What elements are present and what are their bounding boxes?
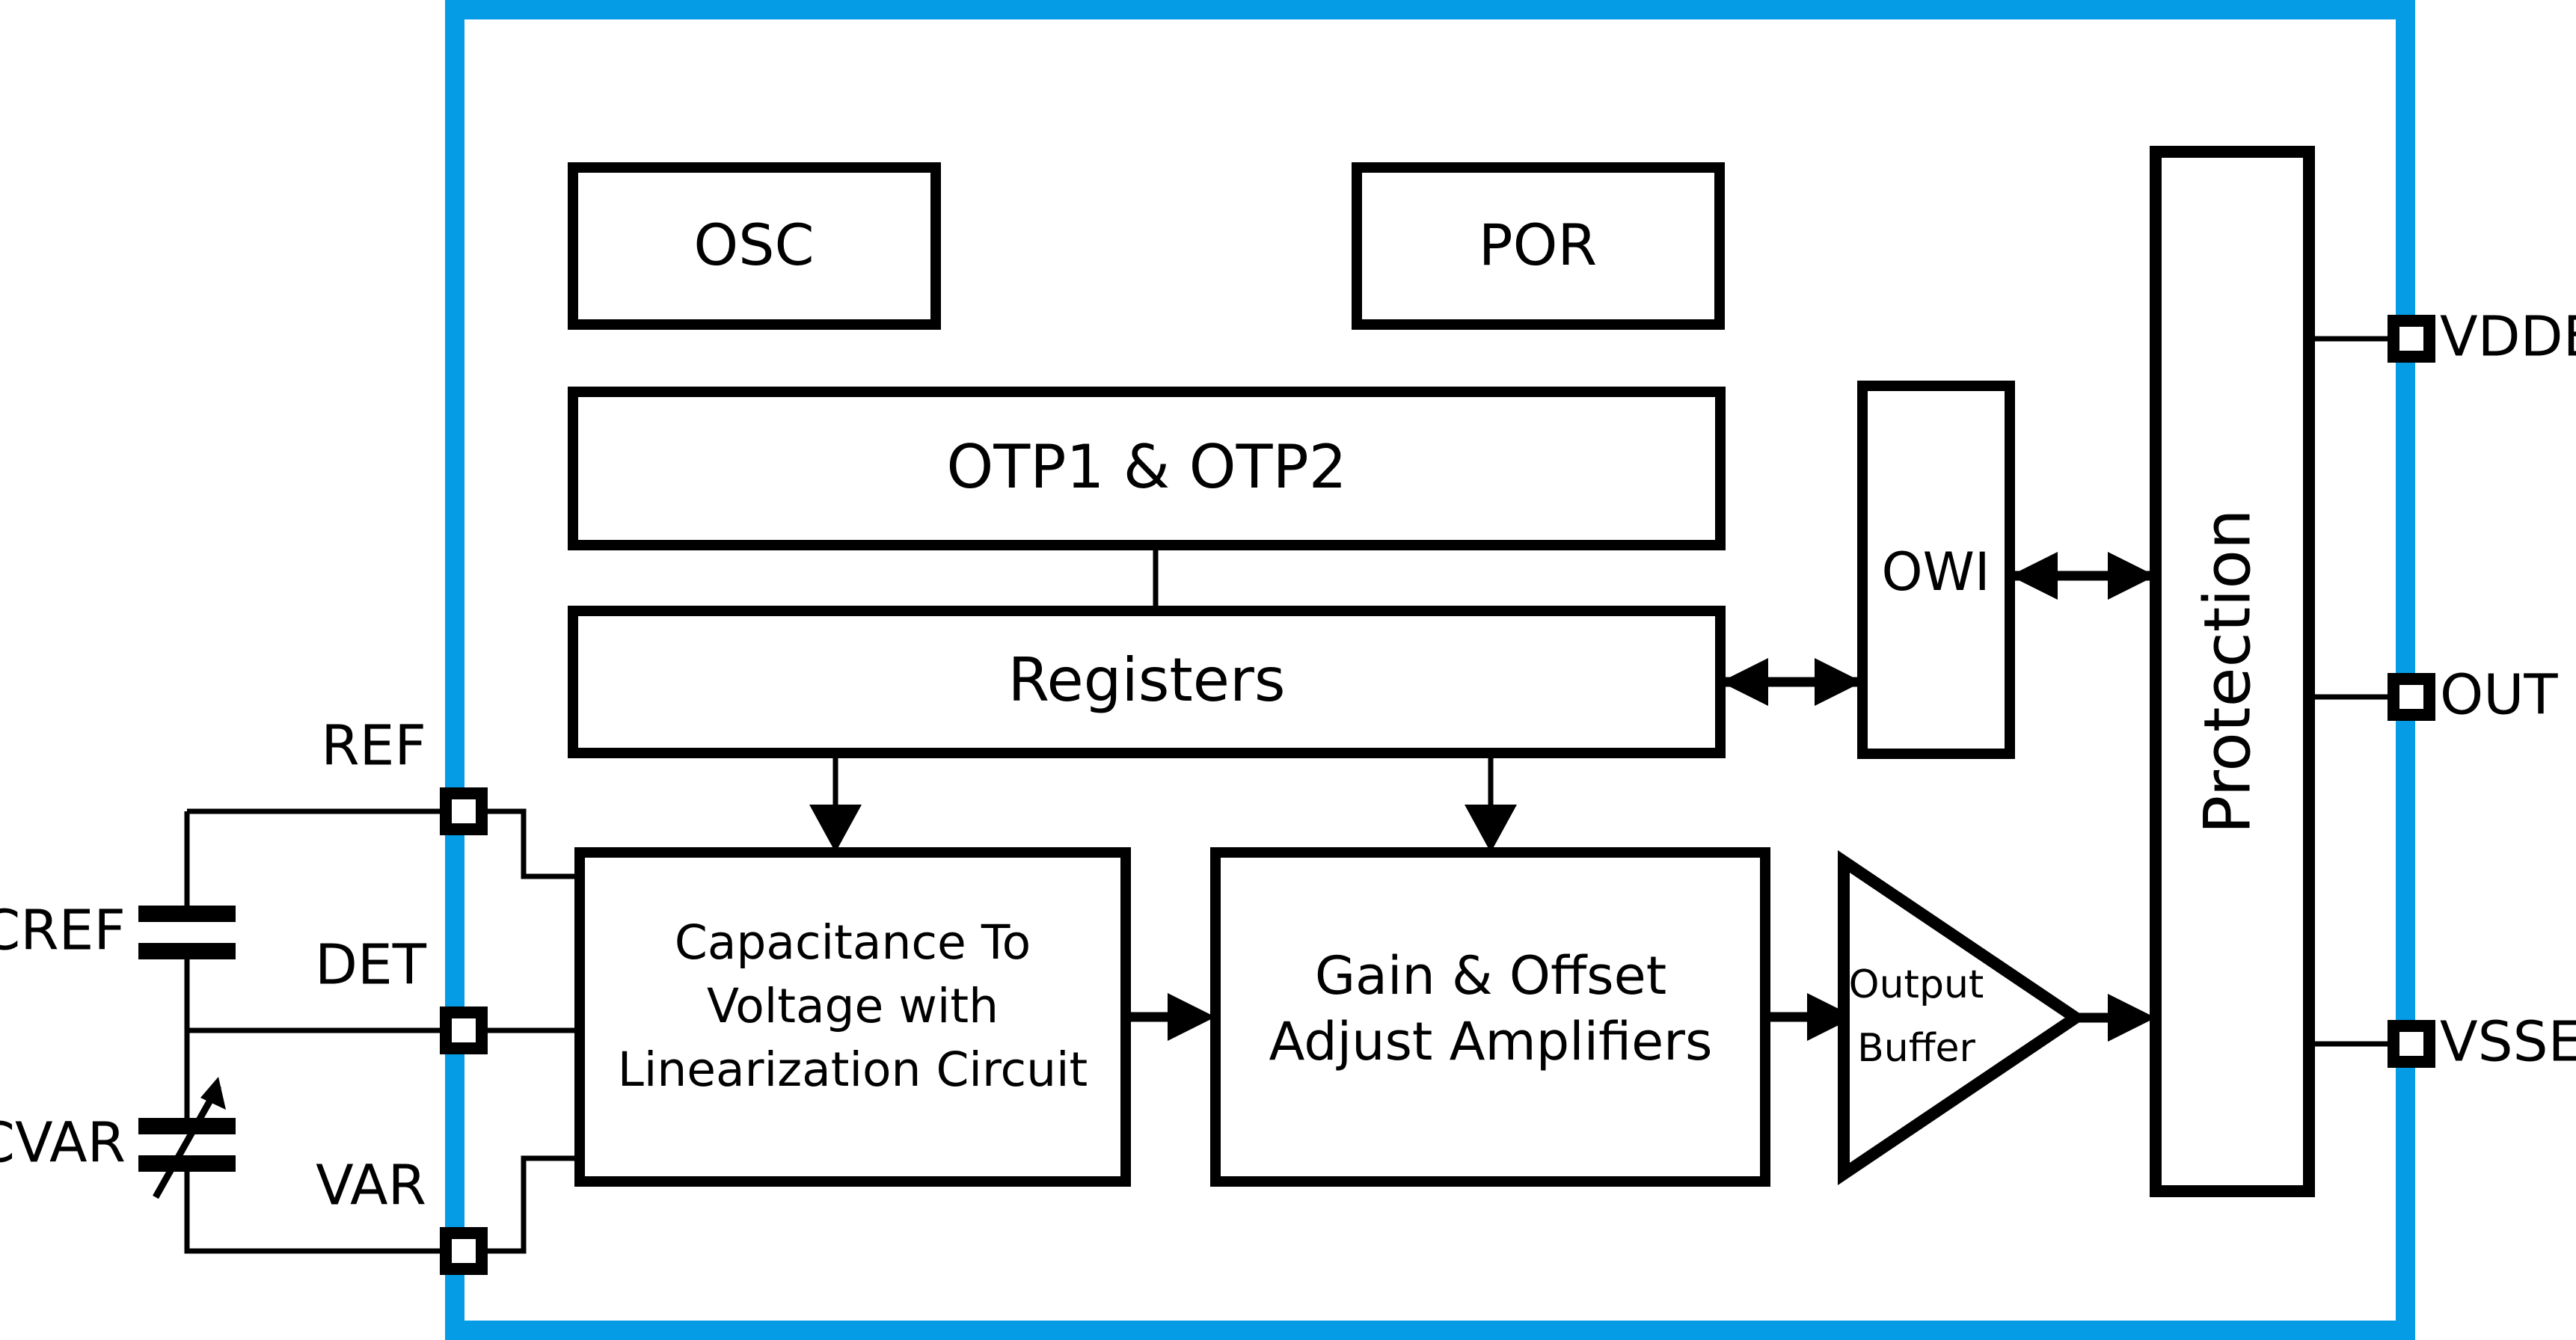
pin-label-ref: REF [321, 714, 426, 778]
por-label: POR [1479, 212, 1597, 278]
output-buffer-label-line1: Output [1849, 962, 1984, 1007]
arrow-reg-gain-head [1465, 805, 1517, 852]
block-protection[interactable]: Protection [2150, 146, 2315, 1197]
wire-var-route [184, 1171, 464, 1254]
wire-ref-to-c2v [488, 808, 580, 879]
left-pins: REF DET VAR [315, 714, 488, 1275]
external-network: CREF CVAR [0, 808, 464, 1254]
pin-pad-ref[interactable] [440, 787, 488, 835]
var-pad-inner [452, 1239, 476, 1263]
arrow-c2v-to-gain [1126, 993, 1215, 1041]
out-pad-inner [2399, 685, 2423, 709]
c2v-label-line3: Linearization Circuit [618, 1042, 1088, 1097]
block-gain-offset[interactable]: Gain & Offset Adjust Amplifiers [1210, 847, 1770, 1187]
arrow-owi-prot-head-right [2108, 552, 2156, 600]
block-osc[interactable]: OSC [568, 162, 941, 330]
arrow-registers-to-gain [1465, 753, 1517, 852]
arrow-registers-owi [1720, 658, 1862, 706]
block-por[interactable]: POR [1352, 162, 1725, 330]
arrow-gain-buffer-head [1807, 993, 1855, 1041]
pin-label-det: DET [315, 933, 427, 998]
right-pins: VDDE OUT VSSE [2309, 305, 2576, 1075]
cref-label: CREF [0, 899, 126, 963]
ref-pad-inner [452, 799, 476, 823]
det-pad-inner [452, 1018, 476, 1042]
pin-pad-det[interactable] [440, 1006, 488, 1054]
pin-label-vdde: VDDE [2440, 305, 2576, 369]
cvar-variability-arrow-shaft [153, 1084, 221, 1199]
osc-box [568, 162, 941, 330]
pin-pad-var[interactable] [440, 1227, 488, 1275]
owi-label: OWI [1882, 541, 1990, 603]
chip-boundary-rect [445, 0, 2415, 1340]
arrow-reg-owi-head-right [1815, 658, 1862, 706]
block-output-buffer[interactable]: Output Buffer [1838, 849, 2087, 1186]
gain-offset-label-line1: Gain & Offset [1315, 945, 1666, 1006]
arrow-reg-owi-head-left [1720, 658, 1768, 706]
arrow-owi-prot-head-left [2010, 552, 2058, 600]
arrow-gain-to-buffer [1765, 993, 1855, 1041]
pin-label-out: OUT [2440, 663, 2558, 728]
output-buffer-label-line2: Buffer [1857, 1026, 1975, 1071]
osc-label: OSC [693, 212, 814, 278]
c2v-label-line1: Capacitance To [675, 915, 1031, 970]
pin-label-var: VAR [316, 1154, 426, 1218]
block-otp[interactable]: OTP1 & OTP2 [568, 387, 1726, 550]
otp-box [568, 387, 1726, 550]
registers-label: Registers [1008, 645, 1285, 715]
vsse-pad-inner [2399, 1032, 2423, 1056]
pin-label-vsse: VSSE [2440, 1010, 2576, 1075]
block-registers[interactable]: Registers [568, 606, 1726, 758]
vdde-pad-inner [2399, 327, 2423, 351]
arrow-buffer-prot-head [2108, 994, 2156, 1042]
pin-pad-vsse[interactable] [2388, 1020, 2435, 1068]
cvar-variability-arrowhead [200, 1077, 226, 1110]
otp-label: OTP1 & OTP2 [946, 432, 1346, 502]
gain-offset-box [1210, 847, 1770, 1187]
protection-box [2150, 146, 2315, 1197]
owi-box [1857, 381, 2015, 759]
arrow-owi-protection [2010, 552, 2156, 600]
arrow-buffer-to-protection [2076, 994, 2156, 1042]
block-owi[interactable]: OWI [1857, 381, 2015, 759]
c2v-label-line2: Voltage with [707, 979, 999, 1033]
wire-var-to-c2v [488, 1155, 580, 1254]
pin-pad-out[interactable] [2388, 673, 2435, 721]
c2v-box [574, 847, 1131, 1187]
cvar-label: CVAR [0, 1111, 126, 1175]
protection-label: Protection [2190, 508, 2265, 834]
arrow-registers-to-c2v [809, 753, 862, 852]
pin-pad-vdde[interactable] [2388, 315, 2435, 363]
gain-offset-label-line2: Adjust Amplifiers [1269, 1011, 1713, 1072]
arrow-c2v-gain-head [1168, 993, 1215, 1041]
arrow-reg-c2v-head [809, 805, 862, 852]
block-capacitance-to-voltage[interactable]: Capacitance To Voltage with Linearizatio… [574, 847, 1131, 1187]
por-box [1352, 162, 1725, 330]
output-buffer-triangle [1838, 849, 2087, 1186]
chip-boundary [445, 0, 2415, 1340]
pin-routing-internal [488, 808, 580, 1254]
